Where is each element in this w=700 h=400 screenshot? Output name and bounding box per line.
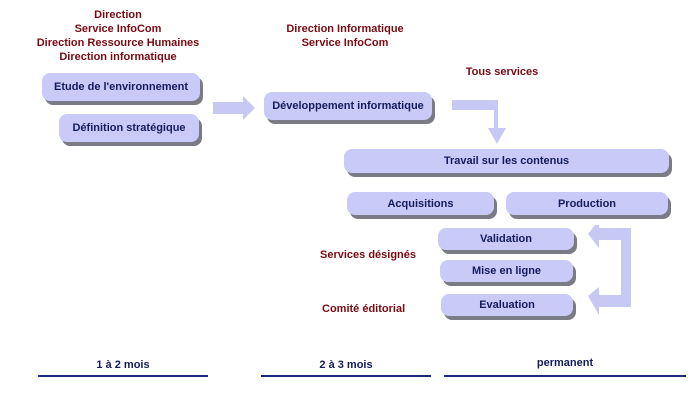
loop-arrow-icon xyxy=(588,225,631,315)
actor-service-infocom: Service InfoCom xyxy=(74,23,162,35)
step-developpement-informatique: Développement informatique xyxy=(264,92,432,120)
col1-actors: Direction Service InfoCom Direction Ress… xyxy=(28,8,208,64)
period-1-label: 1 à 2 mois xyxy=(96,359,150,371)
actor-direction-informatique-2: Direction Informatique xyxy=(286,23,404,35)
period-3: permanent xyxy=(444,357,686,379)
actor-direction: Direction xyxy=(94,9,142,21)
step-mise-en-ligne: Mise en ligne xyxy=(440,260,573,282)
period-2-label: 2 à 3 mois xyxy=(319,359,373,371)
actor-tous-services: Tous services xyxy=(465,66,539,78)
period-3-label: permanent xyxy=(536,357,594,369)
period-2-line xyxy=(261,375,431,377)
period-2: 2 à 3 mois xyxy=(261,359,431,379)
step-etude-environnement: Etude de l'environnement xyxy=(42,73,200,101)
step-evaluation: Evaluation xyxy=(441,294,573,316)
period-1: 1 à 2 mois xyxy=(38,359,208,379)
step-production: Production xyxy=(506,192,668,215)
actor-direction-rh: Direction Ressource Humaines xyxy=(36,37,200,49)
period-1-line xyxy=(38,375,208,377)
arrow-bent-down-icon xyxy=(452,100,506,144)
actor-direction-informatique: Direction informatique xyxy=(59,51,177,63)
label-services-designes: Services désignés xyxy=(320,249,417,261)
step-validation: Validation xyxy=(438,228,574,250)
step-travail-contenus: Travail sur les contenus xyxy=(344,149,669,173)
label-comite-editorial: Comité éditorial xyxy=(322,303,406,315)
col2-actors: Direction Informatique Service InfoCom xyxy=(270,22,420,50)
step-acquisitions: Acquisitions xyxy=(347,192,494,215)
actor-service-infocom-2: Service InfoCom xyxy=(301,37,389,49)
period-3-line xyxy=(444,375,686,377)
step-definition-strategique: Définition stratégique xyxy=(59,114,199,142)
arrow-right-icon xyxy=(213,96,255,120)
